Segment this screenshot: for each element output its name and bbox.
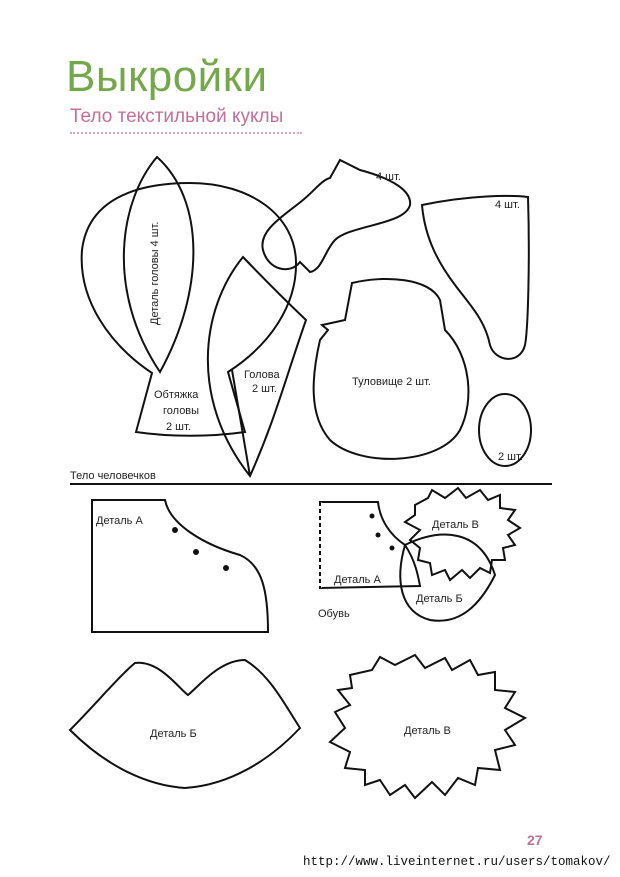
label-leg-count: 4 шт. <box>495 199 520 211</box>
label-body: Туловище 2 шт. <box>352 376 431 388</box>
marker-dot <box>193 549 199 555</box>
detail-v-shape <box>328 653 528 800</box>
head-detail-shape <box>122 155 195 374</box>
head-shape <box>206 255 308 478</box>
page-title: Выкройки <box>66 52 268 101</box>
label-head-1: Голова <box>244 369 280 381</box>
section-label: Тело человечков <box>70 470 156 482</box>
head-cover-shape <box>80 181 298 437</box>
label-detail-v: Деталь В <box>404 725 451 737</box>
label-arm-count: 4 шт. <box>376 171 401 183</box>
arm-shape <box>261 158 412 274</box>
subtitle-divider <box>70 132 302 134</box>
label-head-2: 2 шт. <box>252 383 277 395</box>
label-head-detail: Деталь головы 4 шт. <box>149 222 161 325</box>
sole-shape <box>478 393 532 467</box>
marker-dot <box>375 532 381 538</box>
detail-b-shape <box>68 658 302 790</box>
marker-dot <box>172 527 178 533</box>
label-head-cover-3: 2 шт. <box>166 421 191 433</box>
label-sole-count: 2 шт. <box>498 451 523 463</box>
detail-a-shape <box>91 499 270 633</box>
leg-shape <box>420 194 530 360</box>
label-shoe-detail-v: Деталь В <box>432 519 479 531</box>
label-shoe-detail-b: Деталь Б <box>416 593 463 605</box>
marker-dot <box>223 565 229 571</box>
source-url: http://www.liveinternet.ru/users/tomakov… <box>303 855 611 869</box>
shoe-detail-v-shape <box>403 486 522 582</box>
shoe-detail-b-shape <box>399 533 497 622</box>
page-number: 27 <box>527 832 543 848</box>
body-shape <box>312 278 470 460</box>
label-head-cover-1: Обтяжка <box>154 389 199 401</box>
marker-dot <box>369 513 375 519</box>
label-detail-b: Деталь Б <box>150 728 197 740</box>
page-subtitle: Тело текстильной куклы <box>70 106 284 127</box>
label-shoes: Обувь <box>318 608 350 620</box>
label-head-cover-2: головы <box>163 405 199 417</box>
marker-dot <box>389 545 395 551</box>
label-shoe-detail-a: Деталь А <box>334 574 381 586</box>
label-detail-a: Деталь А <box>96 515 143 527</box>
